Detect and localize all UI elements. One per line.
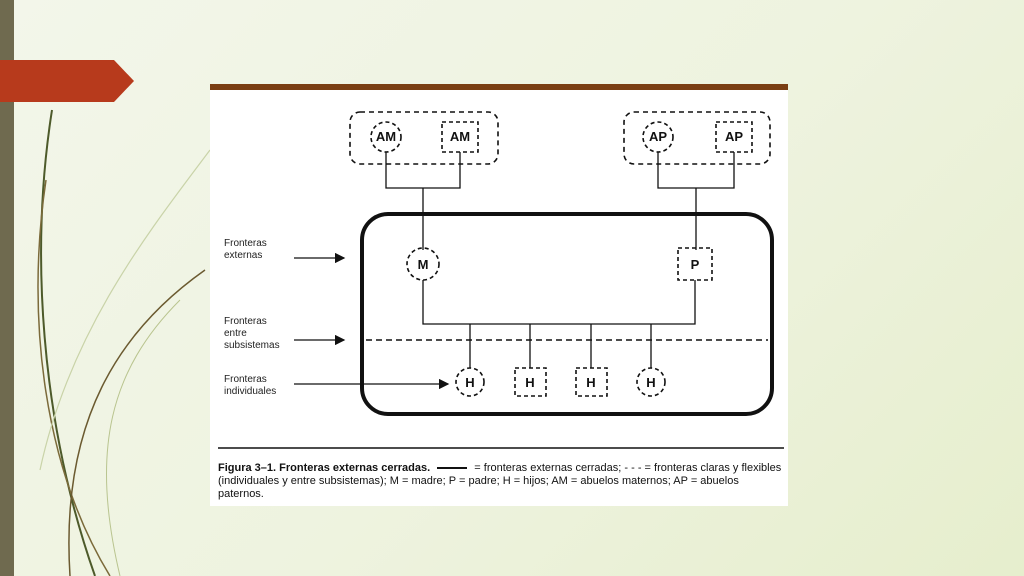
node-h-1-boundary [455, 367, 485, 397]
label-entre-line-2: entre [224, 328, 247, 339]
decorative-curves [37, 109, 211, 576]
node-p-boundary [677, 247, 713, 281]
parents-connector [422, 280, 696, 325]
node-ap-2: AP [725, 129, 743, 144]
figure-panel: AM AM AP AP M P H H H H [210, 84, 788, 506]
node-h-3-boundary [575, 367, 608, 397]
node-m: M [418, 257, 429, 272]
node-ap-1: AP [649, 129, 667, 144]
node-p: P [691, 257, 700, 272]
left-edge-bar [0, 0, 14, 576]
label-externas-line-2: externas [224, 250, 263, 261]
maternal-connector [385, 152, 461, 250]
label-entre-line-3: subsistemas [224, 340, 280, 351]
node-am-2: AM [450, 129, 470, 144]
external-boundary [360, 212, 774, 416]
node-h-1: H [465, 375, 474, 390]
family-boundaries-diagram: AM AM AP AP M P H H H H [218, 111, 784, 449]
paternal-grandparents-group [623, 111, 771, 165]
label-entre-line-1: Fronteras [224, 316, 267, 327]
node-h-4: H [646, 375, 655, 390]
label-fronteras-individuales: Fronteras individuales [224, 374, 276, 398]
paternal-connector [657, 152, 735, 250]
node-am-1: AM [376, 129, 396, 144]
children-connectors [469, 324, 652, 368]
label-individuales-line-1: Fronteras [224, 374, 267, 385]
maternal-grandparents-group [349, 111, 499, 165]
caption-body: = fronteras externas cerradas; - - - = f… [218, 462, 782, 500]
solid-line-sample [437, 467, 468, 470]
node-h-2-boundary [514, 367, 547, 397]
node-h-2: H [525, 375, 534, 390]
figure-caption: Figura 3–1. Fronteras externas cerradas.… [218, 462, 786, 501]
caption-lead: Figura 3–1. Fronteras externas cerradas. [218, 462, 431, 474]
label-fronteras-externas: Fronteras externas [224, 238, 267, 262]
label-individuales-line-2: individuales [224, 386, 277, 397]
label-externas-line-1: Fronteras [224, 238, 267, 249]
accent-arrow-shape [0, 60, 134, 102]
node-h-3: H [586, 375, 595, 390]
label-fronteras-entre-subsistemas: Fronteras entre subsistemas [224, 316, 280, 352]
node-h-4-boundary [636, 367, 666, 397]
